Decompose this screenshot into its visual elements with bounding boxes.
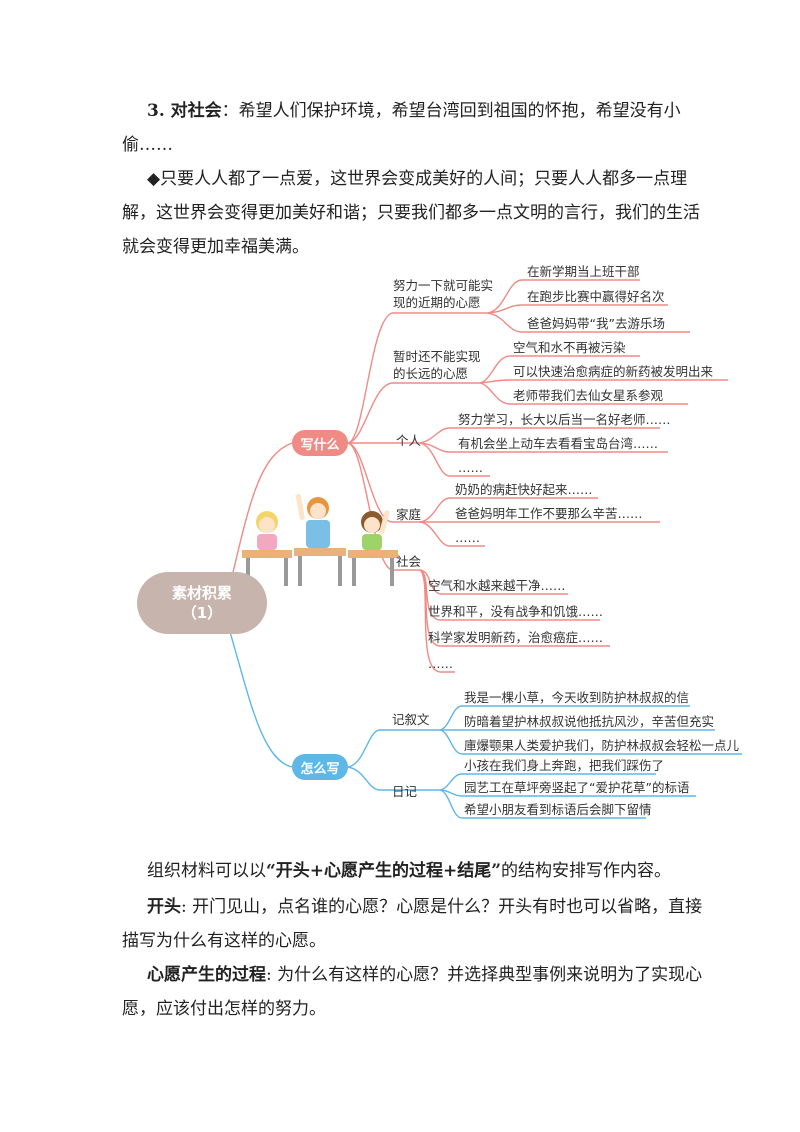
diary-item: 园艺工在草坪旁竖起了“爱护花草”的标语 — [464, 780, 690, 795]
near-wish-item: 在新学期当上班干部 — [527, 264, 640, 279]
structure-formula: “开头+心愿产生的过程+结尾” — [266, 861, 502, 881]
personal-label: 个人 — [396, 433, 422, 448]
far-wish-label-1: 暂时还不能实现 — [393, 349, 481, 364]
outro-line-4: 心愿产生的过程: 为什么有这样的心愿？并选择典型事例来说明为了实现心 — [147, 965, 703, 985]
intro-line-2: 偷…… — [122, 135, 173, 155]
narrative-item: 我是一棵小草，今天收到防护林叔叔的信 — [464, 690, 690, 705]
near-wish-item: 在跑步比赛中赢得好名次 — [527, 289, 665, 304]
society-label: 社会 — [396, 554, 422, 569]
mindmap-root: 素材积累 （1） — [137, 572, 267, 634]
narrative-label: 记叙文 — [392, 712, 430, 727]
personal-item: 有机会坐上动车去看看宝岛台湾…… — [458, 436, 659, 451]
society-item: 科学家发明新药，治愈癌症…… — [428, 630, 604, 645]
narrative-item: 防暗着望护林叔叔说他抵抗风沙，辛苦但充实 — [464, 714, 715, 729]
opening-heading: 开头 — [147, 897, 181, 917]
narrative-item: 庫爆颚果人类爱护我们，防护林叔叔会轻松一点儿 — [464, 738, 740, 753]
society-item: …… — [428, 656, 453, 671]
how-branch-lines — [229, 631, 742, 819]
intro-line-3: ◆只要人人都了一点爱，这世界会变成美好的人间；只要人人都多一点理 — [147, 169, 688, 189]
near-wish-label-1: 努力一下就可能实 — [393, 278, 494, 293]
near-wish-item: 爸爸妈妈带“我”去游乐场 — [527, 316, 665, 331]
far-wish-item: 可以快速治愈病症的新药被发明出来 — [513, 364, 714, 379]
how-to-write-node: 怎么写 — [292, 754, 348, 780]
diary-item: 小孩在我们身上奔跑，把我们踩伤了 — [464, 758, 665, 773]
family-label: 家庭 — [396, 507, 422, 522]
intro-line-1: 3. 对社会：希望人们保护环境，希望台湾回到祖国的怀抱，希望没有小 — [147, 101, 681, 121]
diary-label: 日记 — [392, 784, 418, 799]
outro-line-5: 愿，应该付出怎样的努力。 — [122, 999, 326, 1019]
process-heading: 心愿产生的过程 — [147, 965, 266, 985]
outro-line-1: 组织材料可以以“开头+心愿产生的过程+结尾”的结构安排写作内容。 — [147, 861, 672, 881]
family-item: 爸爸妈明年工作不要那么辛苦…… — [455, 506, 643, 521]
near-wish-label-2: 现的近期的心愿 — [393, 295, 481, 310]
society-item: 世界和平，没有战争和饥饿…… — [428, 604, 604, 619]
kids-at-desks-illustration — [242, 494, 398, 586]
what-branch-lines — [229, 279, 728, 673]
far-wish-item: 空气和水不再被污染 — [513, 340, 626, 355]
what-to-write-node: 写什么 — [292, 430, 348, 456]
personal-item: …… — [458, 460, 483, 475]
far-wish-item: 老师带我们去仙女星系参观 — [513, 388, 664, 403]
far-wish-label-2: 的长远的心愿 — [393, 366, 469, 381]
intro-line-5: 就会变得更加幸福美满。 — [122, 237, 309, 257]
diary-item: 希望小朋友看到标语后会脚下留情 — [464, 802, 652, 817]
family-item: 奶奶的病赶快好起来…… — [455, 482, 593, 497]
outro-line-2: 开头: 开门见山，点名谁的心愿？心愿是什么？开头有时也可以省略，直接 — [147, 897, 703, 917]
family-item: …… — [455, 530, 480, 545]
personal-item: 努力学习，长大以后当一名好老师…… — [458, 412, 671, 427]
intro-society-heading: 3. 对社会 — [147, 101, 222, 121]
outro-line-3: 描写为什么有这样的心愿。 — [122, 931, 326, 951]
intro-line-4: 解，这世界会变得更加美好和谐；只要我们都多一点文明的言行，我们的生活 — [122, 203, 700, 223]
society-item: 空气和水越来越干净…… — [428, 578, 566, 593]
